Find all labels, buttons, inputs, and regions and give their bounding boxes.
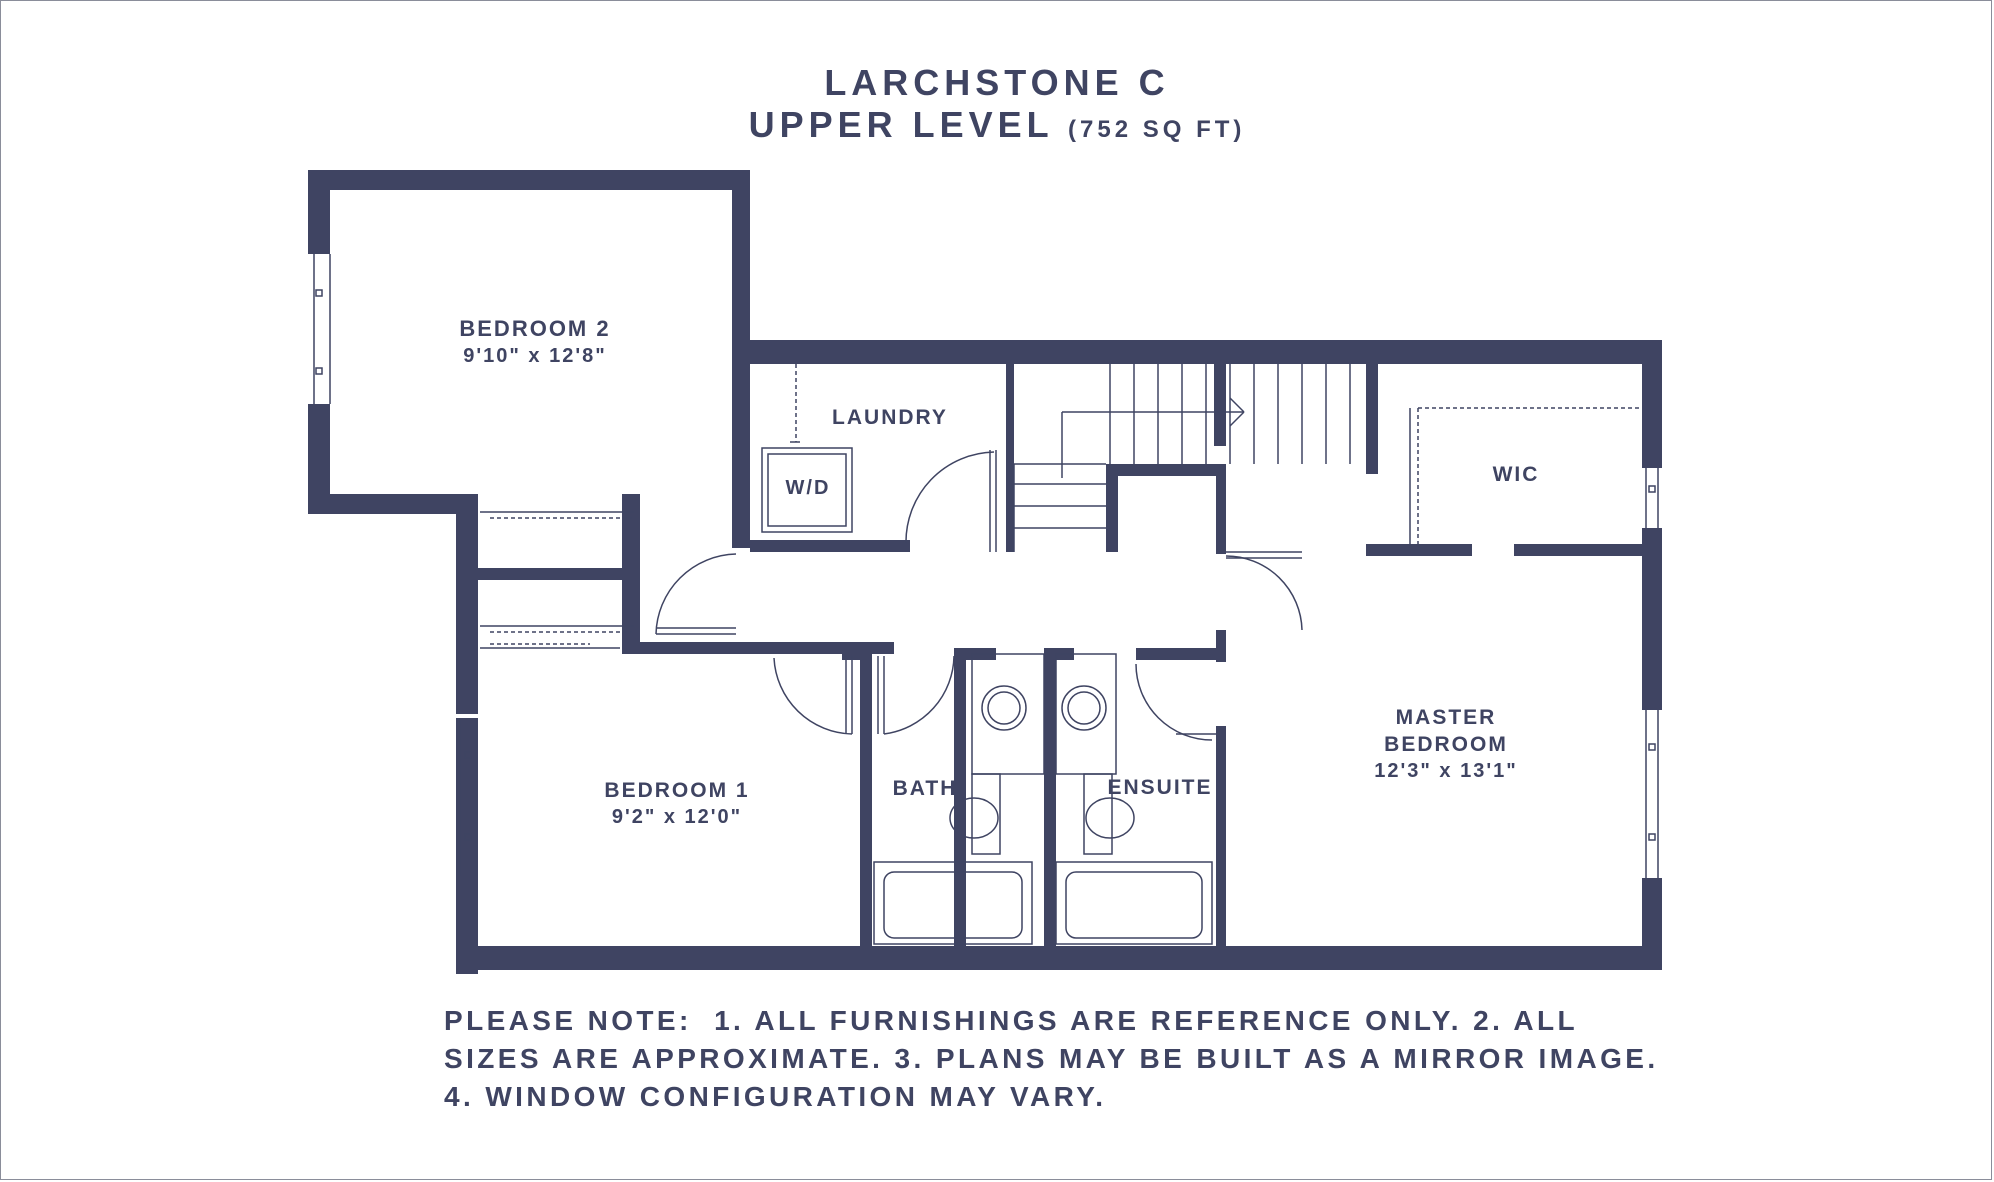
bedroom2-label: BEDROOM 2 (459, 316, 610, 341)
walls (308, 170, 1662, 974)
level-area: (752 SQ FT) (1068, 116, 1246, 143)
note-line-2: SIZES ARE APPROXIMATE. 3. PLANS MAY BE B… (444, 1043, 1659, 1074)
plan-title: LARCHSTONE C (824, 62, 1170, 103)
bedroom2-size: 9'10" x 12'8" (463, 345, 606, 367)
note-line-3: 4. WINDOW CONFIGURATION MAY VARY. (444, 1081, 1107, 1112)
plan-details (313, 254, 1659, 945)
ensuite-label: ENSUITE (1107, 776, 1212, 799)
master-label-1: MASTER (1396, 706, 1497, 729)
wd-label: W/D (786, 477, 831, 499)
bedroom1-size: 9'2" x 12'0" (612, 806, 742, 828)
master-label-2: BEDROOM (1384, 733, 1508, 756)
disclaimer-note: PLEASE NOTE: 1. ALL FURNISHINGS ARE REFE… (444, 1002, 1744, 1116)
master-size: 12'3" x 13'1" (1374, 760, 1517, 782)
wic-label: WIC (1493, 463, 1540, 486)
laundry-label: LAUNDRY (832, 406, 948, 429)
room-labels: BEDROOM 2 9'10" x 12'8" LAUNDRY W/D WIC … (459, 316, 1540, 828)
level-name: UPPER LEVEL (748, 104, 1054, 145)
plan-subtitle: UPPER LEVEL (752 SQ FT) (0, 104, 1994, 146)
note-line-1: PLEASE NOTE: 1. ALL FURNISHINGS ARE REFE… (444, 1005, 1579, 1036)
bedroom1-label: BEDROOM 1 (604, 779, 749, 802)
bath-label: BATH (893, 777, 958, 800)
